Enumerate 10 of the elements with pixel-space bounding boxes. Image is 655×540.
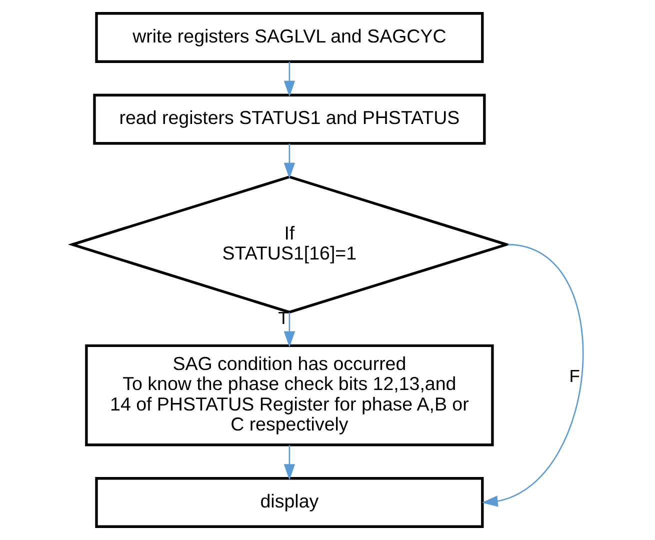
- node-box: read registers STATUS1 and PHSTATUS: [92, 94, 486, 145]
- edge-label: F: [568, 366, 580, 386]
- arrow: [283, 62, 295, 97]
- node-box: display: [94, 477, 484, 528]
- node-box: SAG condition has occurred To know the phase check bits 12,13,and 14 of PHSTATUS Register for phase A,B or C respectively: [84, 344, 494, 446]
- arrow: [481, 244, 583, 507]
- arrow: [283, 445, 295, 480]
- node-box: write registers SAGLVL and SAGCYC: [94, 12, 484, 63]
- arrow: [283, 312, 295, 348]
- arrow: [283, 144, 295, 179]
